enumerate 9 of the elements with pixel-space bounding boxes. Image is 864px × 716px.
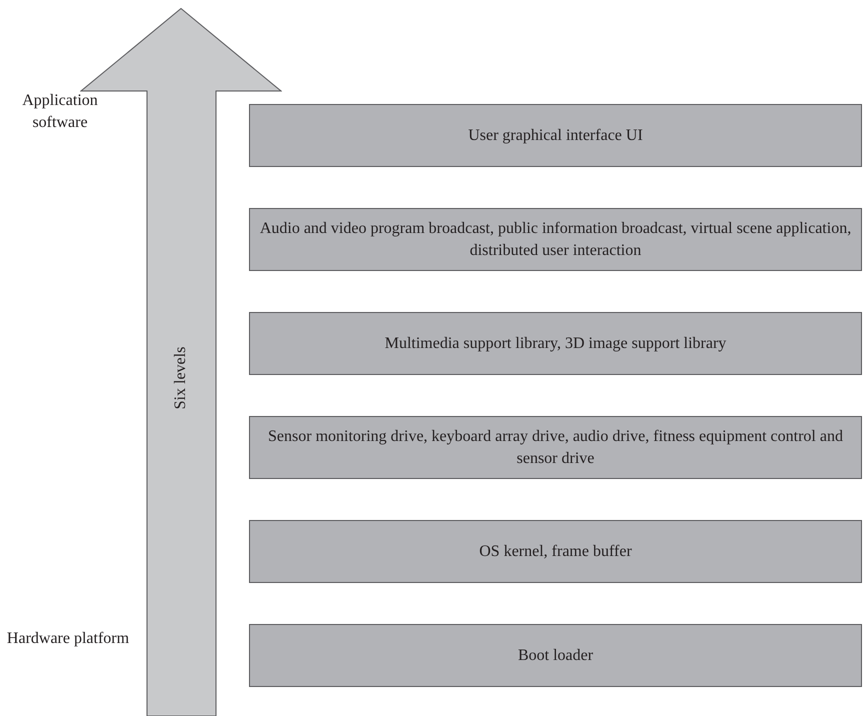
arrow-label: Six levels xyxy=(171,346,190,410)
layer-box: Multimedia support library, 3D image support library xyxy=(249,312,862,375)
level-label: Application software xyxy=(21,91,99,133)
layer-box: OS kernel, frame buffer xyxy=(249,520,862,583)
level-label: Hardware platform xyxy=(6,629,130,649)
layer-box: User graphical interface UI xyxy=(249,104,862,167)
layer-box: Sensor monitoring drive, keyboard array drive, audio drive, fitness equipment control and sensor drive xyxy=(249,416,862,479)
layer-box: Boot loader xyxy=(249,624,862,687)
layer-box: Audio and video program broadcast, public information broadcast, virtual scene application, distributed user interaction xyxy=(249,208,862,271)
